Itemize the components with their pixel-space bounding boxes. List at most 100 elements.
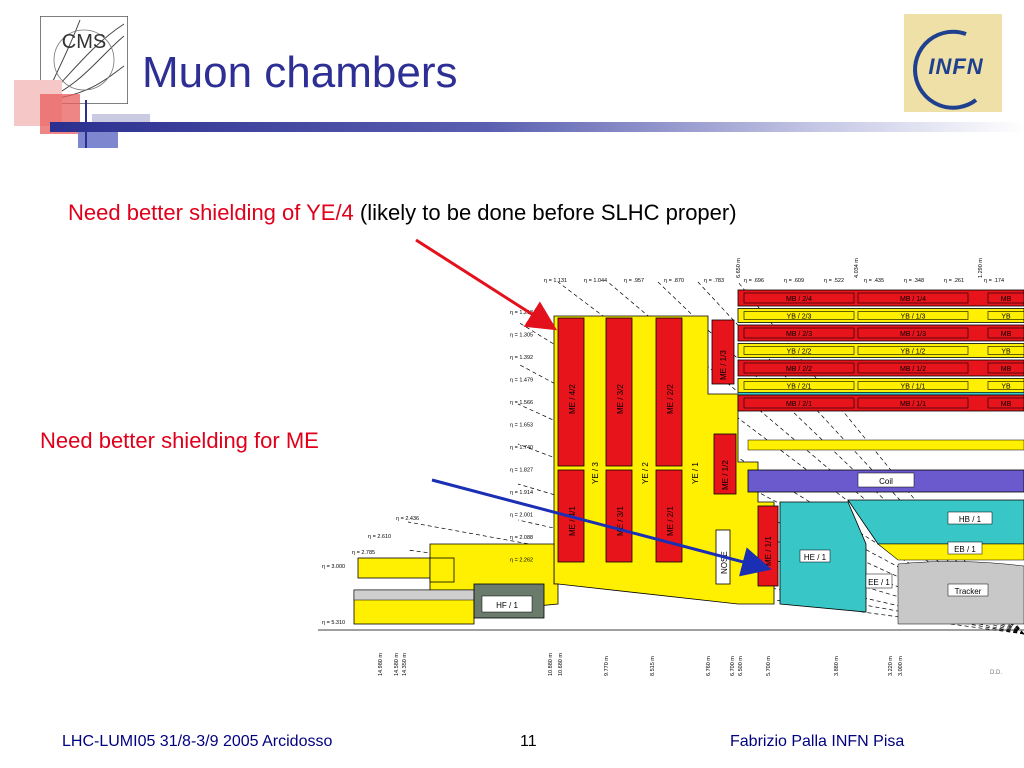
barrel-cell [743, 397, 855, 409]
eta-label: η = 2.610 [368, 534, 391, 540]
barrel-cell [987, 381, 1024, 390]
me32-label: ME / 3/2 [616, 384, 625, 414]
barrel-cell [857, 362, 969, 374]
eta-label: η = .348 [904, 278, 924, 284]
endcap-chambers-upper: ME / 4/2 ME / 3/2 ME / 2/2 [557, 317, 683, 467]
nose-label: NOSE [720, 551, 729, 574]
barrel-cell [743, 346, 855, 355]
r-label: 4.034 m [854, 258, 860, 278]
barrel-cell-label: YB [1001, 349, 1011, 356]
hf-block: HF / 1 [473, 583, 545, 619]
note-ye4-red: Need better shielding of YE/4 [68, 200, 354, 225]
z-label: 10.680 m [558, 653, 564, 676]
hf-label: HF / 1 [496, 601, 518, 610]
eta-label: η = 1.131 [544, 278, 567, 284]
eta-label: η = 2.088 [510, 535, 533, 541]
note-ye4-black: (likely to be done before SLHC proper) [353, 200, 737, 225]
yoke-labels: YE / 3 YE / 2 YE / 1 [591, 462, 700, 484]
barrel-cell [987, 311, 1024, 320]
me22-label: ME / 2/2 [666, 384, 675, 414]
coil-label: Coil [879, 477, 893, 486]
eta-label: η = .957 [624, 278, 644, 284]
footer-author: Fabrizio Palla INFN Pisa [730, 733, 905, 750]
eta-label: η = 1.566 [510, 400, 533, 406]
barrel-cell-label: YB / 2/3 [787, 314, 812, 321]
r-labels: 6.650 m 4.034 m 1.290 m [736, 258, 984, 278]
eta-label: η = 1.740 [510, 445, 533, 451]
page-title: Muon chambers [142, 48, 458, 97]
eb-label: EB / 1 [954, 545, 976, 554]
me41-label: ME / 4/1 [568, 506, 577, 536]
cms-quarter-diagram: HF / 1 ME / 4/2 ME / 3/2 ME / 2/2 ME / 4… [318, 244, 1024, 680]
r-label: 6.650 m [736, 258, 742, 278]
barrel-cell-label: MB / 1/4 [900, 296, 926, 303]
barrel-cell-label: YB [1001, 384, 1011, 391]
barrel-cell-label: YB [1001, 314, 1011, 321]
z-label: 9.770 m [604, 656, 610, 676]
barrel-cell-label: MB / 2/3 [786, 331, 812, 338]
z-label: 14.580 m [394, 653, 400, 676]
he-label: HE / 1 [804, 553, 827, 562]
barrel-cell-label: MB [1001, 331, 1012, 338]
infn-logo: INFN [904, 14, 1002, 112]
barrel-cell [987, 327, 1024, 339]
page-number: 11 [520, 733, 537, 750]
z-label: 3.000 m [898, 656, 904, 676]
eta-label: η = .870 [664, 278, 684, 284]
barrel-cell-label: MB [1001, 401, 1012, 408]
z-label: 6.700 m [730, 656, 736, 676]
barrel-cell-label: MB / 1/1 [900, 401, 926, 408]
hcal: HB / 1 HE / 1 [779, 499, 1024, 613]
ye1-label: YE / 1 [691, 462, 700, 484]
eta-label: η = 1.392 [510, 355, 533, 361]
me12-label: ME / 1/2 [721, 460, 730, 490]
barrel-cell-label: YB / 1/3 [901, 314, 926, 321]
barrel-cell-label: YB / 1/1 [901, 384, 926, 391]
inner-detectors: EB / 1 EE / 1 Tracker [865, 541, 1024, 625]
barrel-cell-label: MB / 2/1 [786, 401, 812, 408]
cms-logo-text: CMS [62, 31, 106, 53]
footer-conference: LHC-LUMI05 31/8-3/9 2005 Arcidosso [62, 733, 333, 750]
me13-label: ME / 1/3 [719, 350, 728, 380]
eta-label: η = 2.436 [396, 516, 419, 522]
barrel-cell-label: YB / 2/1 [787, 384, 812, 391]
barrel-cell [743, 292, 855, 304]
hb-label: HB / 1 [959, 515, 982, 524]
eta-label: η = 5.310 [322, 620, 345, 626]
eta-label: η = 1.305 [510, 333, 533, 339]
endcap-chambers-lower: ME / 4/1 ME / 3/1 ME / 2/1 [557, 469, 683, 563]
barrel-cell [857, 327, 969, 339]
r-label: 1.290 m [978, 258, 984, 278]
eta-label: η = 2.785 [352, 550, 375, 556]
eta-label: η = .261 [944, 278, 964, 284]
barrel-cell-label: MB / 1/2 [900, 366, 926, 373]
eta-label: η = .435 [864, 278, 884, 284]
barrel-cell-label: MB / 2/4 [786, 296, 812, 303]
me11-label: ME / 1/1 [764, 536, 773, 566]
z-label: 10.880 m [548, 653, 554, 676]
barrel-cell-label: MB / 1/3 [900, 331, 926, 338]
credit-label: D.D. [990, 670, 1002, 676]
barrel-cell-label: MB [1001, 296, 1012, 303]
barrel-cell [857, 397, 969, 409]
eta-label: η = 1.653 [510, 423, 533, 429]
eta-label: η = 2.001 [510, 513, 533, 519]
eta-label: η = 1.914 [510, 490, 533, 496]
z-label: 3.220 m [888, 656, 894, 676]
z-label: 6.760 m [706, 656, 712, 676]
barrel-cell [987, 397, 1024, 409]
note-me1: Need better shielding for ME/1 [40, 428, 338, 453]
barrel-cell-label: MB / 2/2 [786, 366, 812, 373]
barrel-cell [857, 381, 969, 390]
barrel-cell [857, 346, 969, 355]
barrel-cell [743, 381, 855, 390]
barrel-cell-label: MB [1001, 366, 1012, 373]
ye2-label: YE / 2 [641, 462, 650, 484]
eta-label: η = 1.218 [510, 310, 533, 316]
title-underline [50, 122, 1024, 132]
eta-label: η = 1.044 [584, 278, 607, 284]
eta-label: η = .609 [784, 278, 804, 284]
me31-label: ME / 3/1 [616, 506, 625, 536]
